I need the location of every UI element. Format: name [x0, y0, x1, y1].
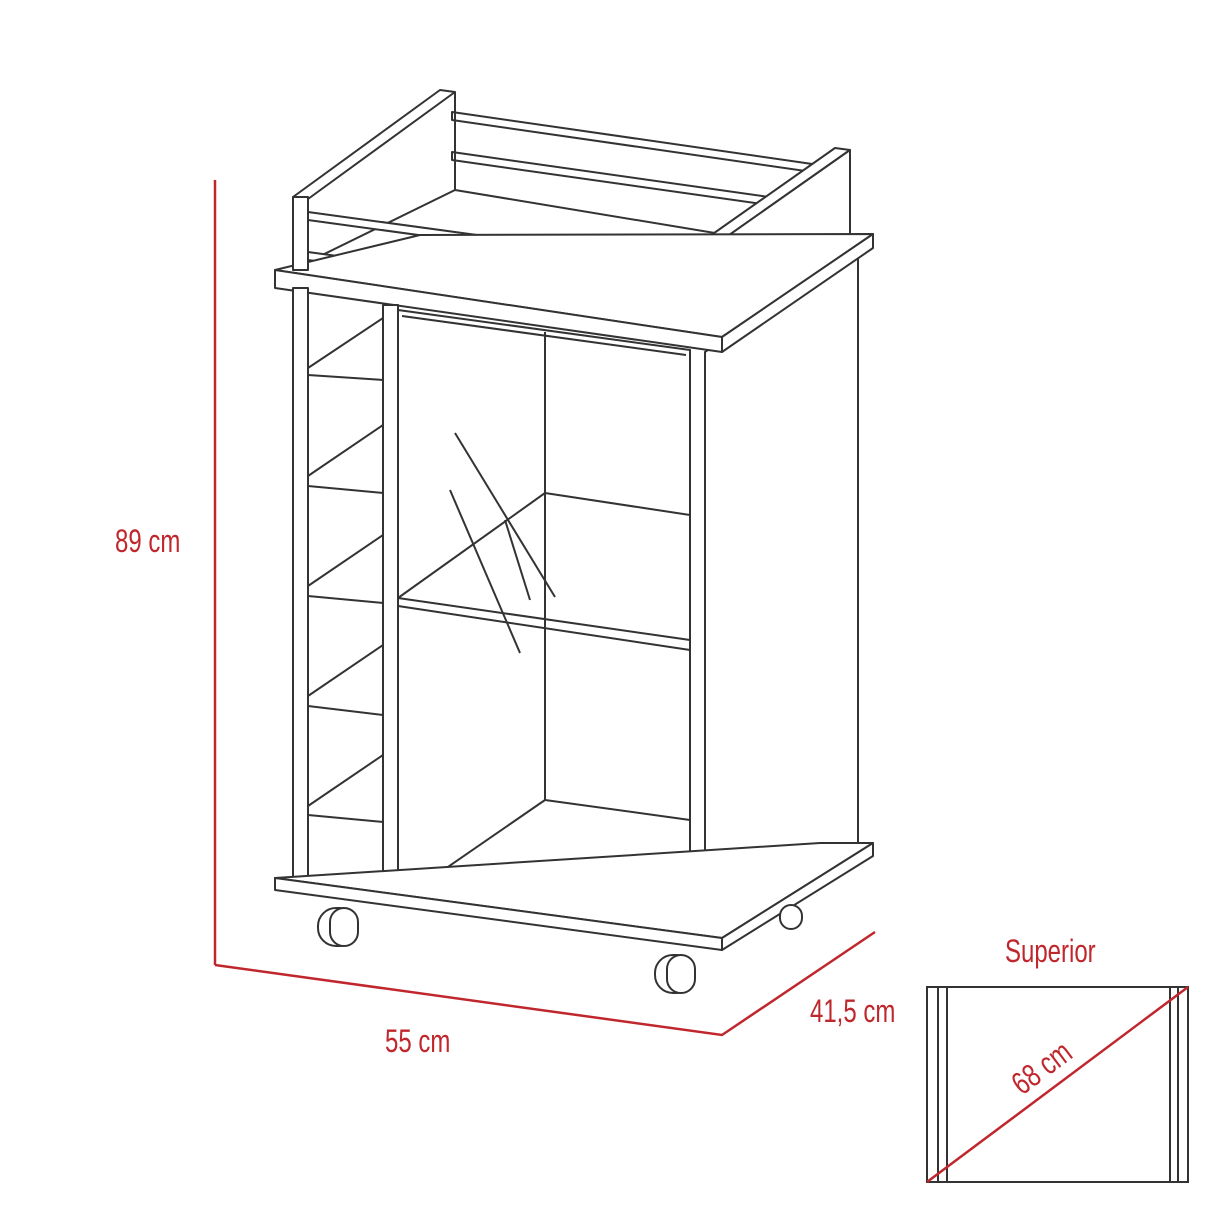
width-depth-dimension-line	[214, 930, 876, 1037]
top-left-panel	[292, 89, 456, 200]
cart-right-side	[704, 247, 859, 946]
inset-title: Superior	[1005, 933, 1096, 969]
caster-wheels	[317, 904, 803, 994]
bottle-shelves	[307, 317, 384, 823]
top-view-inset	[926, 985, 1189, 1184]
shelf-divider	[382, 304, 399, 881]
width-label: 55 cm	[385, 1023, 450, 1059]
diagonal-label: 68 cm	[1004, 1033, 1078, 1101]
left-post	[292, 196, 309, 271]
glass-reflection	[449, 432, 556, 654]
back-rails	[451, 111, 841, 209]
height-label: 89 cm	[115, 523, 180, 559]
depth-label: 41,5 cm	[810, 993, 895, 1029]
